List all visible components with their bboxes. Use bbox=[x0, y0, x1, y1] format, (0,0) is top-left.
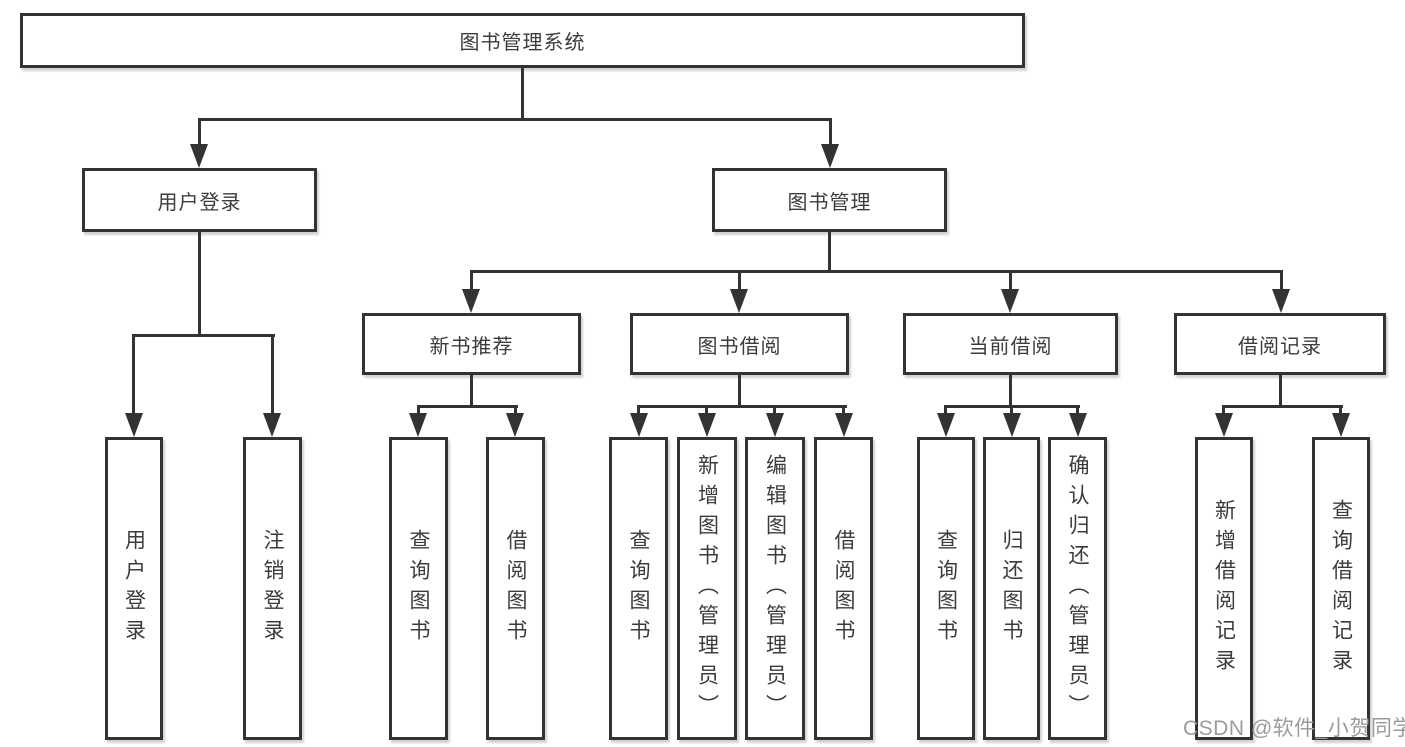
arrowhead-down bbox=[937, 413, 955, 437]
node-book-management: 图书管理 bbox=[712, 168, 947, 232]
arrowhead-down bbox=[1215, 413, 1233, 437]
connector-line bbox=[944, 405, 947, 417]
connector-line bbox=[828, 232, 831, 272]
connector-line bbox=[773, 405, 776, 417]
connector-line bbox=[470, 270, 473, 292]
arrowhead-down bbox=[835, 413, 853, 437]
arrowhead-down bbox=[190, 144, 208, 168]
node-label: 新增借阅记录 bbox=[1212, 498, 1236, 679]
node-current-borrowing: 当前借阅 bbox=[903, 313, 1118, 375]
leaf-logout: 注销登录 bbox=[243, 437, 302, 740]
connector-line bbox=[514, 405, 517, 417]
arrowhead-down bbox=[1001, 289, 1019, 313]
connector-line bbox=[1280, 270, 1283, 292]
arrowhead-down bbox=[821, 144, 839, 168]
node-label: 新书推荐 bbox=[429, 335, 514, 358]
arrowhead-down bbox=[263, 413, 281, 437]
node-label: 查询图书 bbox=[627, 528, 650, 649]
connector-line bbox=[1222, 405, 1225, 417]
node-label: 图书管理 bbox=[787, 191, 872, 214]
leaf-borrowing-query-books: 查询图书 bbox=[609, 437, 668, 740]
connector-line bbox=[637, 405, 640, 417]
node-label: 归还图书 bbox=[1000, 528, 1023, 649]
connector-line bbox=[198, 118, 201, 148]
leaf-borrowing-add-books-admin: 新增图书（管理员） bbox=[677, 437, 737, 740]
connector-line bbox=[198, 118, 832, 121]
node-user-login: 用户登录 bbox=[82, 168, 317, 232]
connector-line bbox=[1223, 405, 1343, 408]
leaf-records-query-record: 查询借阅记录 bbox=[1312, 437, 1370, 740]
node-book-borrowing: 图书借阅 bbox=[630, 313, 849, 375]
connector-line bbox=[829, 118, 832, 148]
node-label: 借阅记录 bbox=[1238, 335, 1322, 358]
node-label: 注销登录 bbox=[261, 528, 284, 649]
connector-line bbox=[133, 334, 275, 337]
connector-line bbox=[738, 375, 741, 407]
node-label: 借阅图书 bbox=[504, 528, 527, 649]
connector-line bbox=[1010, 405, 1013, 417]
arrowhead-down bbox=[766, 413, 784, 437]
node-label: 查询借阅记录 bbox=[1329, 498, 1353, 679]
leaf-current-query-books: 查询图书 bbox=[917, 437, 975, 740]
node-new-book-recommend: 新书推荐 bbox=[362, 313, 581, 375]
connector-line bbox=[1076, 405, 1079, 417]
leaf-current-return-books: 归还图书 bbox=[983, 437, 1040, 740]
arrowhead-down bbox=[1332, 413, 1350, 437]
node-library-management-system: 图书管理系统 bbox=[20, 13, 1025, 68]
node-borrowing-records: 借阅记录 bbox=[1174, 313, 1386, 375]
node-label: 借阅图书 bbox=[832, 528, 855, 649]
arrowhead-down bbox=[1003, 413, 1021, 437]
connector-line bbox=[1009, 375, 1012, 407]
connector-line bbox=[470, 375, 473, 407]
connector-line bbox=[198, 232, 201, 336]
connector-line bbox=[417, 405, 420, 417]
watermark-text: CSDN @软件_小贺同学 bbox=[1183, 717, 1405, 740]
node-label: 编辑图书（管理员） bbox=[763, 453, 787, 724]
arrowhead-down bbox=[1069, 413, 1087, 437]
connector-line bbox=[842, 405, 845, 417]
node-label: 用户登录 bbox=[157, 191, 242, 214]
connector-line bbox=[1339, 405, 1342, 417]
leaf-borrowing-edit-books-admin: 编辑图书（管理员） bbox=[745, 437, 805, 740]
node-label: 图书管理系统 bbox=[459, 32, 586, 54]
connector-line bbox=[470, 270, 1283, 273]
node-label: 用户登录 bbox=[122, 528, 146, 649]
arrowhead-down bbox=[730, 289, 748, 313]
leaf-newrec-borrow-books: 借阅图书 bbox=[486, 437, 545, 740]
arrowhead-down bbox=[409, 413, 427, 437]
leaf-current-confirm-return-admin: 确认归还（管理员） bbox=[1048, 437, 1107, 740]
connector-line bbox=[738, 270, 741, 292]
connector-line bbox=[1009, 270, 1012, 292]
connector-line bbox=[132, 334, 135, 416]
node-label: 查询图书 bbox=[407, 528, 430, 649]
node-label: 当前借阅 bbox=[968, 335, 1053, 358]
arrowhead-down bbox=[698, 413, 716, 437]
leaf-records-add-record: 新增借阅记录 bbox=[1195, 437, 1253, 740]
node-label: 图书借阅 bbox=[697, 335, 782, 358]
node-label: 查询图书 bbox=[934, 528, 958, 649]
leaf-newrec-query-books: 查询图书 bbox=[389, 437, 448, 740]
arrowhead-down bbox=[125, 413, 143, 437]
arrowhead-down bbox=[506, 413, 524, 437]
connector-line bbox=[417, 405, 518, 408]
connector-line bbox=[271, 334, 274, 416]
node-label: 确认归还（管理员） bbox=[1066, 453, 1089, 724]
arrowhead-down bbox=[462, 289, 480, 313]
csdn-watermark: CSDN @软件_小贺同学 bbox=[1183, 712, 1405, 742]
arrowhead-down bbox=[630, 413, 648, 437]
connector-line bbox=[638, 405, 847, 408]
leaf-user-login: 用户登录 bbox=[105, 437, 163, 740]
connector-line bbox=[521, 68, 524, 120]
connector-line bbox=[705, 405, 708, 417]
leaf-borrowing-borrow-books: 借阅图书 bbox=[814, 437, 873, 740]
arrowhead-down bbox=[1272, 289, 1290, 313]
node-label: 新增图书（管理员） bbox=[695, 453, 719, 724]
connector-line bbox=[1279, 375, 1282, 407]
